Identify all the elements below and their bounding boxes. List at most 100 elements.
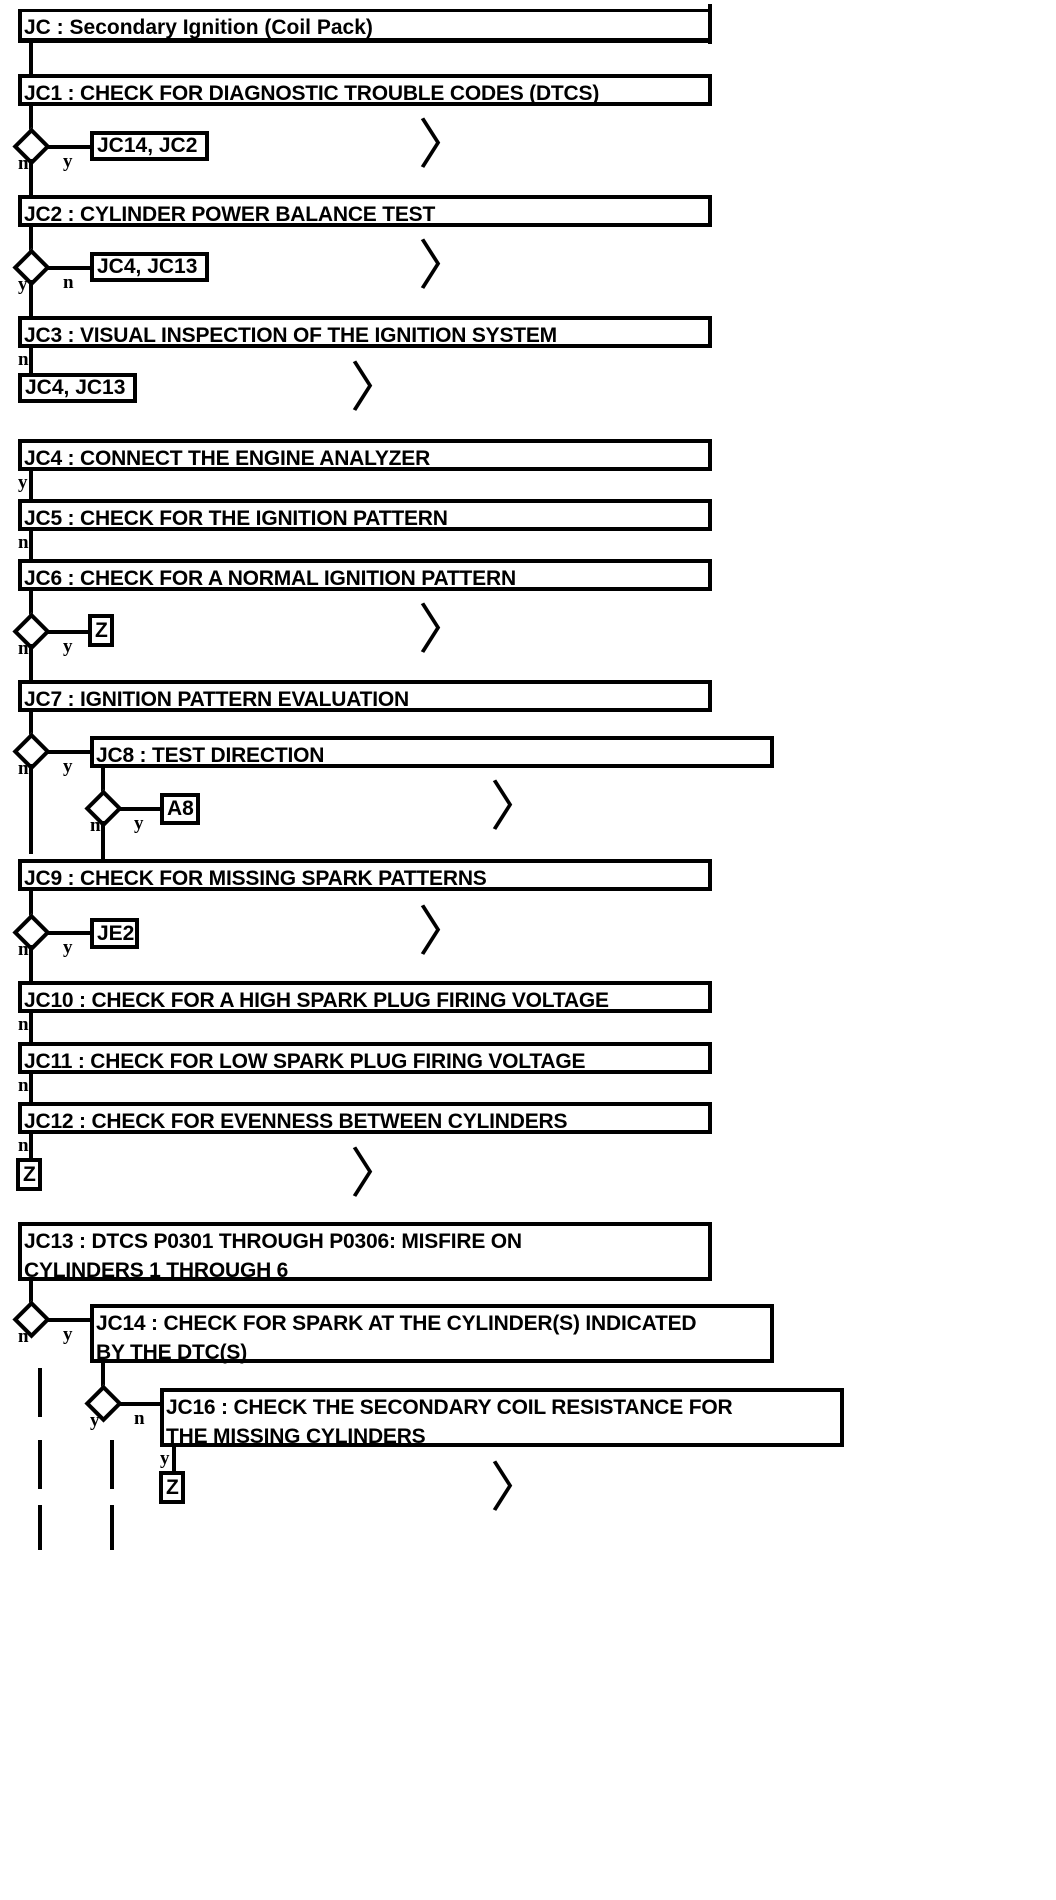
- node-label: JC2 : CYLINDER POWER BALANCE TEST: [24, 203, 436, 226]
- rail-level0-a: [38, 1368, 42, 1417]
- edge-jc5-jc6: [29, 531, 33, 559]
- node-label: JC14 : CHECK FOR SPARK AT THE CYLINDER(S…: [96, 1312, 697, 1364]
- ref-jc4-jc13-b[interactable]: JC4, JC13: [18, 373, 137, 403]
- rail-level1-a: [110, 1440, 114, 1489]
- edge-label-d2-no: n: [63, 272, 74, 293]
- ref-a8[interactable]: A8: [160, 793, 200, 825]
- node-label: JC11 : CHECK FOR LOW SPARK PLUG FIRING V…: [24, 1050, 586, 1073]
- edge-jc11-jc12: [29, 1074, 33, 1104]
- ref-jc4-jc13-a[interactable]: JC4, JC13: [90, 252, 209, 282]
- edge-label-d1-no: n: [18, 153, 29, 174]
- chevron-4: 〉: [418, 600, 472, 660]
- chevron-8: 〉: [490, 1458, 544, 1518]
- node-jc8[interactable]: JC8 : TEST DIRECTION: [90, 736, 774, 768]
- node-label: JC10 : CHECK FOR A HIGH SPARK PLUG FIRIN…: [24, 989, 609, 1012]
- ref-label: JE2: [97, 921, 135, 945]
- edge-label-jc5-no: n: [18, 532, 29, 553]
- chevron-3: 〉: [350, 358, 404, 418]
- ref-jc14-jc2[interactable]: JC14, JC2: [90, 131, 209, 161]
- edge-d8-yes: [117, 807, 162, 811]
- node-label: JC7 : IGNITION PATTERN EVALUATION: [24, 688, 410, 711]
- node-title-jc[interactable]: JC : Secondary Ignition (Coil Pack): [18, 9, 712, 43]
- edge-d13-yes: [45, 1318, 92, 1322]
- edge-label-d13-yes: y: [63, 1324, 73, 1345]
- edge-label-jc11-no: n: [18, 1075, 29, 1096]
- edge-jc3-ref: [29, 348, 33, 376]
- edge-label-jc12-no: n: [18, 1135, 29, 1156]
- node-label: JC8 : TEST DIRECTION: [96, 744, 325, 767]
- edge-label-d9-yes: y: [63, 937, 73, 958]
- edge-d6-jc7: [29, 644, 33, 682]
- ref-z-2[interactable]: Z: [16, 1158, 42, 1191]
- chevron-1: 〉: [418, 115, 472, 175]
- node-label: JC4 : CONNECT THE ENGINE ANALYZER: [24, 447, 431, 470]
- ref-label: Z: [166, 1475, 179, 1499]
- edge-jc13-d13: [29, 1281, 33, 1308]
- node-jc1[interactable]: JC1 : CHECK FOR DIAGNOSTIC TROUBLE CODES…: [18, 74, 712, 106]
- edge-jc10-jc11: [29, 1013, 33, 1043]
- chevron-5: 〉: [490, 777, 544, 837]
- edge-d7-jc9: [29, 764, 33, 854]
- ref-label: JC4, JC13: [25, 376, 126, 399]
- node-jc13[interactable]: JC13 : DTCS P0301 THROUGH P0306: MISFIRE…: [18, 1222, 712, 1282]
- ref-label: JC4, JC13: [97, 255, 198, 278]
- edge-d14-no: [117, 1402, 162, 1406]
- edge-d9-yes: [45, 931, 92, 935]
- edge-jc6-d6: [29, 591, 33, 619]
- chevron-7: 〉: [350, 1144, 404, 1204]
- edge-label-d8-no: n: [90, 815, 101, 836]
- node-jc11[interactable]: JC11 : CHECK FOR LOW SPARK PLUG FIRING V…: [18, 1042, 712, 1074]
- ref-label: JC14, JC2: [97, 134, 198, 157]
- node-jc7[interactable]: JC7 : IGNITION PATTERN EVALUATION: [18, 680, 712, 712]
- edge-label-d2-yes: y: [18, 274, 28, 295]
- node-jc10[interactable]: JC10 : CHECK FOR A HIGH SPARK PLUG FIRIN…: [18, 981, 712, 1013]
- edge-label-d14-no: n: [134, 1408, 145, 1429]
- edge-d1-yes: [45, 145, 92, 149]
- chevron-6: 〉: [418, 902, 472, 962]
- node-jc16[interactable]: JC16 : CHECK THE SECONDARY COIL RESISTAN…: [160, 1388, 844, 1448]
- node-jc2[interactable]: JC2 : CYLINDER POWER BALANCE TEST: [18, 195, 712, 227]
- node-jc14[interactable]: JC14 : CHECK FOR SPARK AT THE CYLINDER(S…: [90, 1304, 774, 1364]
- node-jc3[interactable]: JC3 : VISUAL INSPECTION OF THE IGNITION …: [18, 316, 712, 348]
- title-right-riser: [708, 4, 712, 44]
- node-jc9[interactable]: JC9 : CHECK FOR MISSING SPARK PATTERNS: [18, 859, 712, 891]
- chevron-2: 〉: [418, 236, 472, 296]
- ref-label: Z: [23, 1162, 36, 1186]
- edge-label-d8-yes: y: [134, 813, 144, 834]
- edge-d6-yes: [45, 630, 92, 634]
- node-label: JC6 : CHECK FOR A NORMAL IGNITION PATTER…: [24, 567, 516, 590]
- edge-jc16-refz: [172, 1447, 176, 1474]
- edge-title-jc1: [29, 43, 33, 77]
- node-label: JC : Secondary Ignition (Coil Pack): [24, 16, 373, 39]
- edge-label-d13-no: n: [18, 1326, 29, 1347]
- edge-d2-jc3: [29, 280, 33, 318]
- node-label: JC3 : VISUAL INSPECTION OF THE IGNITION …: [24, 324, 557, 347]
- ref-z-1[interactable]: Z: [88, 614, 114, 647]
- node-jc12[interactable]: JC12 : CHECK FOR EVENNESS BETWEEN CYLIND…: [18, 1102, 712, 1134]
- node-jc4[interactable]: JC4 : CONNECT THE ENGINE ANALYZER: [18, 439, 712, 471]
- node-label: JC12 : CHECK FOR EVENNESS BETWEEN CYLIND…: [24, 1110, 568, 1133]
- edge-label-d6-yes: y: [63, 636, 73, 657]
- node-label: JC16 : CHECK THE SECONDARY COIL RESISTAN…: [166, 1396, 733, 1448]
- node-label: JC5 : CHECK FOR THE IGNITION PATTERN: [24, 507, 448, 530]
- edge-d8-jc9: [101, 821, 105, 861]
- rail-level0-c: [38, 1505, 42, 1550]
- edge-d2-no: [45, 266, 92, 270]
- node-jc6[interactable]: JC6 : CHECK FOR A NORMAL IGNITION PATTER…: [18, 559, 712, 591]
- edge-label-jc16-yes: y: [160, 1448, 170, 1469]
- edge-jc12-ref: [29, 1134, 33, 1162]
- ref-z-3[interactable]: Z: [159, 1471, 185, 1504]
- edge-d9-jc10: [29, 945, 33, 983]
- edge-jc2-d2: [29, 227, 33, 255]
- edge-jc1-d1: [29, 106, 33, 134]
- edge-d7-yes: [45, 750, 92, 754]
- node-jc5[interactable]: JC5 : CHECK FOR THE IGNITION PATTERN: [18, 499, 712, 531]
- edge-label-d14-yes: y: [90, 1410, 100, 1431]
- edge-jc7-d7: [29, 712, 33, 740]
- edge-d1-jc2: [29, 159, 33, 197]
- ref-je2[interactable]: JE2: [90, 918, 139, 949]
- edge-label-jc10-no: n: [18, 1014, 29, 1035]
- edge-label-jc4-yes: y: [18, 472, 28, 493]
- edge-jc4-jc5: [29, 471, 33, 499]
